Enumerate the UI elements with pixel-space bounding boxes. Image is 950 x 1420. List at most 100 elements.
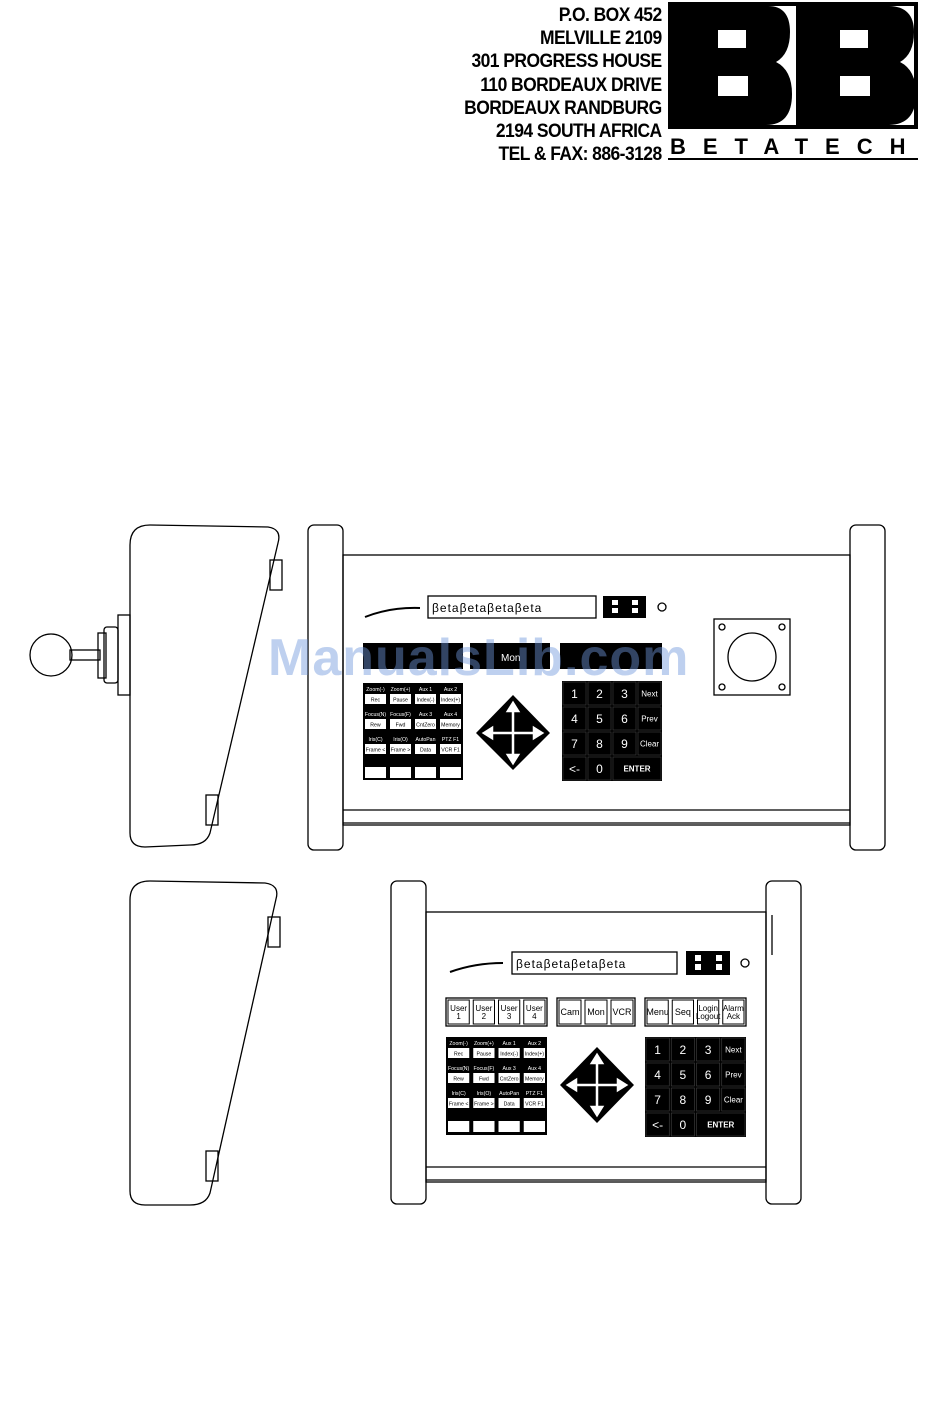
function-key[interactable] bbox=[498, 1098, 520, 1108]
keypad-key-label: 0 bbox=[680, 1118, 687, 1132]
keypad-key[interactable] bbox=[721, 1062, 746, 1087]
keypad-key[interactable] bbox=[721, 1037, 746, 1062]
keypad-key-label: <- bbox=[569, 762, 580, 776]
keypad-key[interactable] bbox=[562, 756, 587, 781]
keypad-key[interactable] bbox=[670, 1062, 695, 1087]
blank-key[interactable] bbox=[390, 767, 411, 778]
blank-key[interactable] bbox=[498, 1121, 520, 1132]
blank-key[interactable] bbox=[523, 1121, 545, 1132]
top-key-label: User bbox=[526, 1004, 543, 1013]
blank-key[interactable] bbox=[448, 1121, 470, 1132]
keypad-key[interactable] bbox=[612, 681, 637, 706]
top-key-label: Login bbox=[698, 1004, 718, 1013]
function-key[interactable] bbox=[440, 694, 461, 704]
display-text: βetaβetaβetaβeta bbox=[516, 957, 626, 971]
keypad-key[interactable] bbox=[637, 681, 662, 706]
keypad-key[interactable] bbox=[696, 1087, 721, 1112]
keypad-key[interactable] bbox=[645, 1037, 670, 1062]
keypad-key[interactable] bbox=[645, 1112, 670, 1137]
function-key[interactable] bbox=[365, 694, 386, 704]
top-key[interactable] bbox=[523, 999, 546, 1025]
keypad-key[interactable] bbox=[670, 1087, 695, 1112]
function-key-text: Index(-) bbox=[500, 1052, 518, 1058]
top-key[interactable] bbox=[697, 999, 720, 1025]
keypad-key-label: 6 bbox=[705, 1068, 712, 1082]
function-key[interactable] bbox=[448, 1098, 470, 1108]
keypad-key[interactable] bbox=[612, 756, 662, 781]
blank-key[interactable] bbox=[473, 1121, 495, 1132]
keypad-key-label: 3 bbox=[705, 1043, 712, 1057]
function-key[interactable] bbox=[473, 1098, 495, 1108]
blank-key[interactable] bbox=[440, 767, 461, 778]
keypad-key-label: 4 bbox=[654, 1068, 661, 1082]
keypad-key[interactable] bbox=[696, 1112, 746, 1137]
function-key[interactable] bbox=[440, 719, 461, 729]
top-key[interactable] bbox=[472, 999, 495, 1025]
keypad-key[interactable] bbox=[721, 1087, 746, 1112]
function-key-text: Index(+) bbox=[525, 1052, 544, 1058]
keypad-key[interactable] bbox=[637, 706, 662, 731]
function-key[interactable] bbox=[523, 1073, 545, 1083]
keypad-key[interactable] bbox=[587, 681, 612, 706]
keypad-key[interactable] bbox=[696, 1062, 721, 1087]
blank-key[interactable] bbox=[365, 767, 386, 778]
top-key[interactable] bbox=[558, 999, 582, 1025]
function-key[interactable] bbox=[448, 1073, 470, 1083]
function-key[interactable] bbox=[415, 694, 436, 704]
function-key-label: Zoom(+) bbox=[391, 687, 411, 693]
function-key[interactable] bbox=[415, 744, 436, 754]
function-key[interactable] bbox=[390, 744, 411, 754]
keypad-key[interactable] bbox=[562, 731, 587, 756]
function-key[interactable] bbox=[473, 1048, 495, 1058]
function-key-label: Iris(O) bbox=[477, 1091, 492, 1097]
right-end-cap bbox=[849, 524, 886, 851]
keypad-key[interactable] bbox=[612, 706, 637, 731]
function-key[interactable] bbox=[365, 719, 386, 729]
keypad-key[interactable] bbox=[587, 706, 612, 731]
keypad-key[interactable] bbox=[645, 1062, 670, 1087]
address-line: 301 PROGRESS HOUSE bbox=[471, 51, 663, 73]
top-key-label: User bbox=[475, 1004, 492, 1013]
top-key[interactable] bbox=[498, 999, 521, 1025]
function-key-label: Zoom(-) bbox=[449, 1041, 468, 1047]
keypad-key[interactable] bbox=[670, 1037, 695, 1062]
keypad-key-label: 4 bbox=[571, 712, 578, 726]
top-key[interactable] bbox=[610, 999, 634, 1025]
keypad-key-label: ENTER bbox=[707, 1121, 734, 1130]
function-key[interactable] bbox=[390, 694, 411, 704]
top-key[interactable] bbox=[722, 999, 745, 1025]
function-key[interactable] bbox=[390, 719, 411, 729]
function-key[interactable] bbox=[523, 1048, 545, 1058]
function-key[interactable] bbox=[498, 1073, 520, 1083]
blank-key[interactable] bbox=[415, 767, 436, 778]
keypad-key-label: 6 bbox=[621, 712, 628, 726]
function-key[interactable] bbox=[448, 1048, 470, 1058]
keypad-key[interactable] bbox=[562, 706, 587, 731]
function-key[interactable] bbox=[473, 1073, 495, 1083]
keypad-key[interactable] bbox=[696, 1037, 721, 1062]
address-block: P.O. BOX 452 MELVILLE 2109 301 PROGRESS … bbox=[465, 4, 663, 166]
top-key-label: VCR bbox=[612, 1007, 632, 1017]
top-key[interactable] bbox=[671, 999, 694, 1025]
keypad-key[interactable] bbox=[670, 1112, 695, 1137]
top-key[interactable] bbox=[646, 999, 669, 1025]
function-key[interactable] bbox=[498, 1048, 520, 1058]
function-key-text: CntZero bbox=[416, 723, 435, 729]
function-key-label: Aux 4 bbox=[528, 1066, 541, 1072]
top-key[interactable] bbox=[447, 999, 470, 1025]
keypad-key[interactable] bbox=[587, 756, 612, 781]
top-key[interactable] bbox=[584, 999, 608, 1025]
keypad-key[interactable] bbox=[562, 681, 587, 706]
keypad-key[interactable] bbox=[612, 731, 637, 756]
keypad-key[interactable] bbox=[645, 1087, 670, 1112]
pan-tilt-diamond bbox=[476, 695, 550, 770]
function-key[interactable] bbox=[523, 1098, 545, 1108]
function-key[interactable] bbox=[440, 744, 461, 754]
function-key[interactable] bbox=[415, 719, 436, 729]
keypad-key[interactable] bbox=[587, 731, 612, 756]
function-key[interactable] bbox=[365, 744, 386, 754]
keypad-key[interactable] bbox=[637, 731, 662, 756]
